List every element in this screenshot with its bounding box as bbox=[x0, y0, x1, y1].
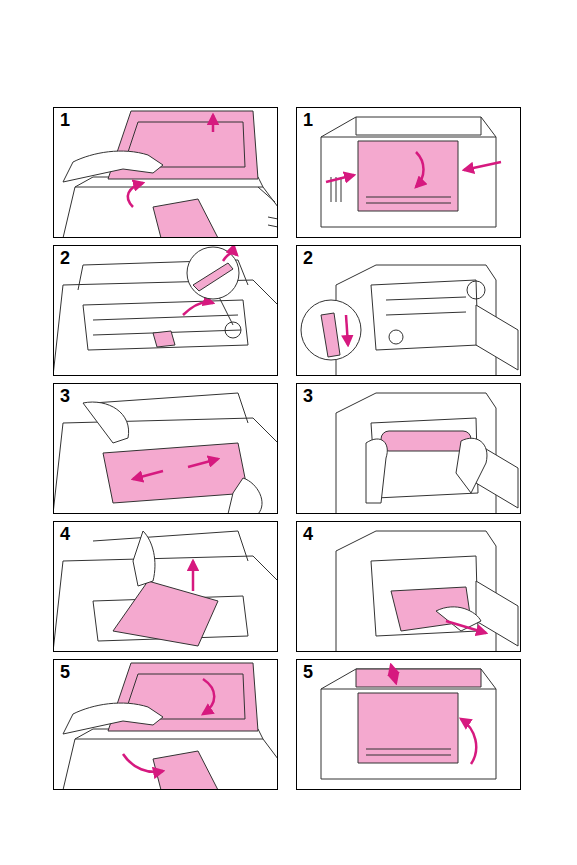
step-number: 3 bbox=[303, 387, 313, 405]
step-panel: 2 bbox=[53, 245, 278, 376]
step-panel: 4 bbox=[296, 521, 521, 652]
pull-paper-out bbox=[336, 531, 518, 652]
step-number: 1 bbox=[60, 111, 70, 129]
step-panel: 1 bbox=[53, 107, 278, 238]
step-number: 1 bbox=[303, 111, 313, 129]
step-panel: 3 bbox=[296, 383, 521, 514]
open-printer-interior bbox=[53, 247, 278, 376]
step-number: 2 bbox=[60, 249, 70, 267]
step-number: 2 bbox=[303, 249, 313, 267]
step-number: 4 bbox=[303, 525, 313, 543]
step-panel: 3 bbox=[53, 383, 278, 514]
remove-paper-rear bbox=[336, 393, 518, 514]
step-number: 4 bbox=[60, 525, 70, 543]
step-number: 3 bbox=[60, 387, 70, 405]
rear-door bbox=[321, 117, 501, 227]
step-panel: 5 bbox=[296, 659, 521, 790]
step-panel: 4 bbox=[53, 521, 278, 652]
close-rear-door bbox=[321, 665, 496, 779]
close-top-cover bbox=[63, 663, 278, 790]
open-rear-door bbox=[301, 265, 518, 376]
step-number: 5 bbox=[303, 663, 313, 681]
step-panel: 1 bbox=[296, 107, 521, 238]
remove-paper-inside bbox=[53, 393, 278, 514]
step-panel: 2 bbox=[296, 245, 521, 376]
step-panel: 5 bbox=[53, 659, 278, 790]
pull-paper-up bbox=[53, 531, 278, 652]
open-top-cover bbox=[63, 111, 278, 238]
step-number: 5 bbox=[60, 663, 70, 681]
